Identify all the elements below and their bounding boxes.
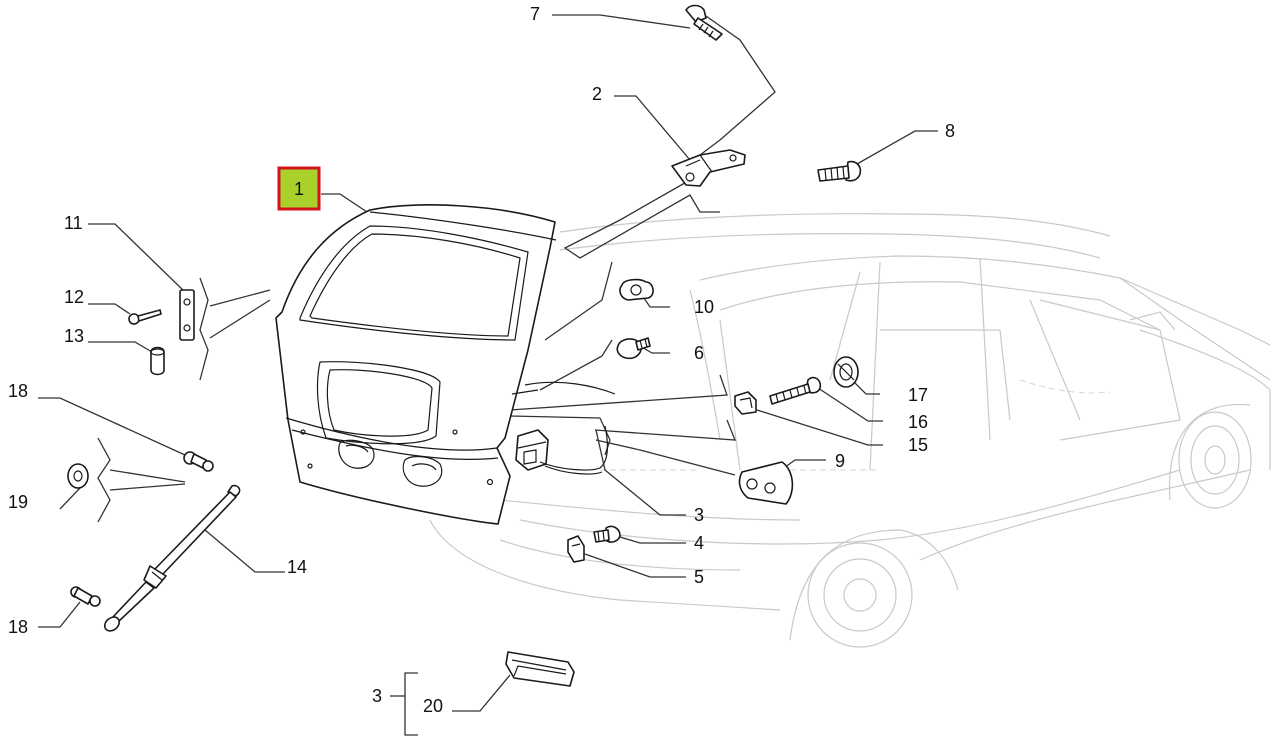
callout-18[interactable]: 18 [8,381,28,401]
part-18-ball-stud-bottom [70,586,101,607]
part-4-screw [593,525,621,543]
callout-1[interactable]: 1 [294,179,304,199]
part-13-spacer [150,346,165,376]
callout-15[interactable]: 15 [908,435,928,455]
part-9-striker [738,461,794,505]
callout-10[interactable]: 10 [694,297,714,317]
part-19-washer [67,463,89,489]
part-3-latch [515,425,608,475]
callout-5[interactable]: 5 [694,567,704,587]
part-18-ball-stud-top [183,451,214,472]
callout-16[interactable]: 16 [908,412,928,432]
part-6-clip [616,337,651,360]
part-10-clip [619,278,654,301]
callout-12[interactable]: 12 [64,287,84,307]
part-16-screw [769,376,822,405]
part-11-plate [179,289,195,341]
callout-2[interactable]: 2 [592,84,602,104]
leader-lines [38,14,938,736]
highlighted-callout-box[interactable] [277,166,321,211]
part-15-clip [734,391,757,415]
callout-labels: 1 7 2 8 10 6 17 16 15 9 3 4 5 11 12 13 1… [8,4,955,716]
callout-8[interactable]: 8 [945,121,955,141]
callout-6[interactable]: 6 [694,343,704,363]
callout-20[interactable]: 20 [423,696,443,716]
callout-14[interactable]: 14 [287,557,307,577]
callout-11[interactable]: 11 [64,213,83,233]
part-20-handle [505,651,575,687]
part-14-gas-strut [103,484,241,632]
part-1-tailgate [275,204,616,525]
callout-9[interactable]: 9 [835,451,845,471]
callout-13[interactable]: 13 [64,326,84,346]
part-12-screw [128,309,162,325]
callout-4[interactable]: 4 [694,533,704,553]
part-8-bolt [817,160,862,182]
callout-19[interactable]: 19 [8,492,28,512]
callout-18[interactable]: 18 [8,617,28,637]
part-7-bolt [685,4,723,41]
callout-7[interactable]: 7 [530,4,540,24]
part-5-clip [567,535,585,563]
part-2-hinge [671,149,746,187]
callout-3[interactable]: 3 [372,686,382,706]
callout-3[interactable]: 3 [694,505,704,525]
part-17-grommet [833,356,859,388]
callout-17[interactable]: 17 [908,385,928,405]
car-outline-background [429,213,1271,648]
